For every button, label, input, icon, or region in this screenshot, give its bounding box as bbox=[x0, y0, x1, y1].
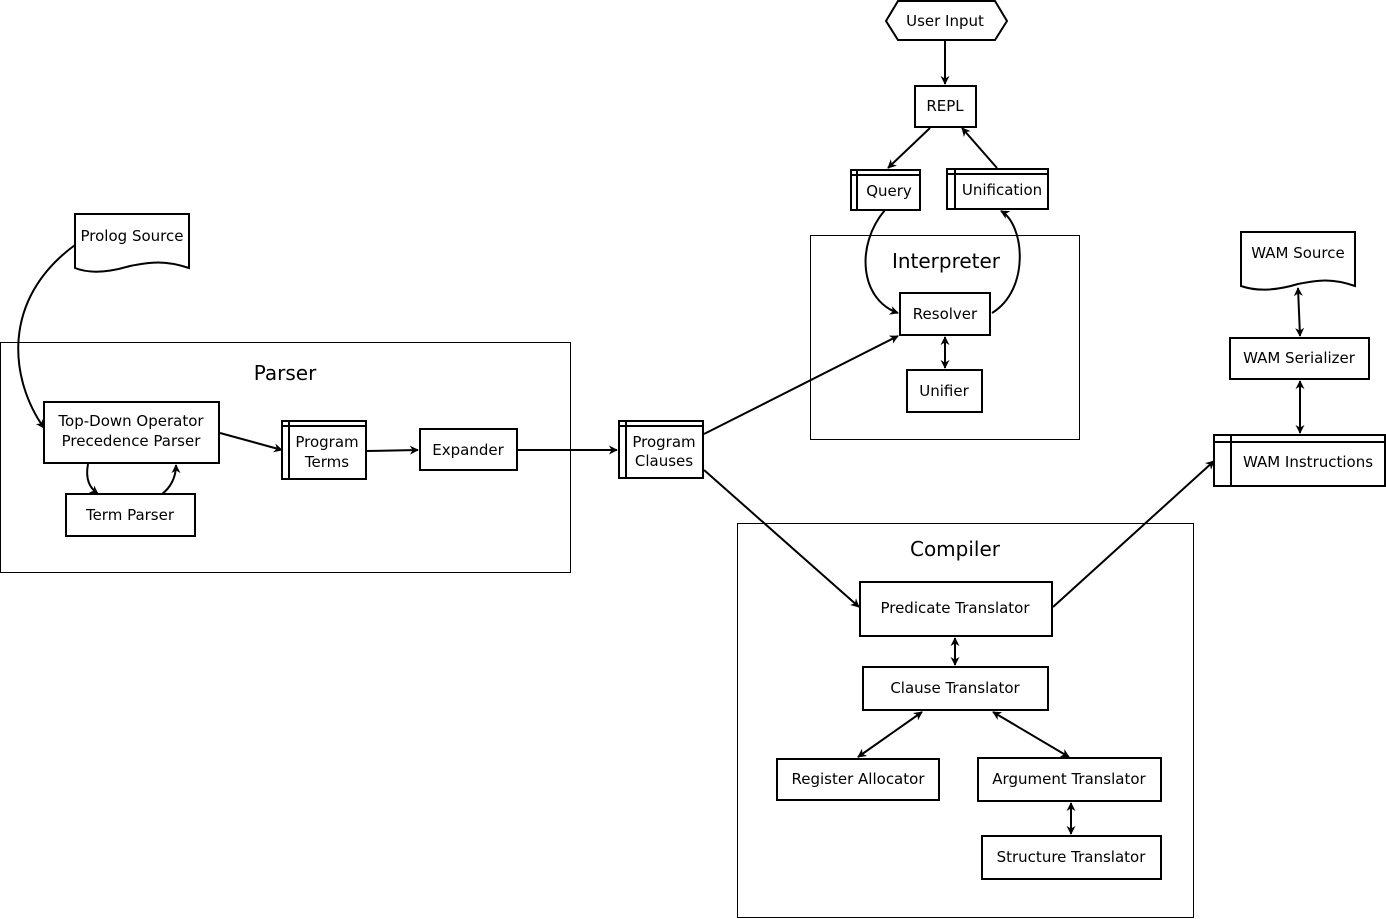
edge-parser-to-program-terms bbox=[219, 432, 283, 453]
parser-group-title: Parser bbox=[254, 361, 317, 385]
compiler-group: Compiler bbox=[737, 523, 1194, 918]
register-allocator-node: Register Allocator bbox=[776, 758, 940, 801]
edge-program-clauses-to-predicate-translator bbox=[703, 469, 860, 608]
edge-unification-to-repl bbox=[961, 127, 998, 169]
edge-program-terms-to-expander bbox=[365, 445, 419, 455]
resolver-label: Resolver bbox=[913, 305, 978, 323]
user-input-label: User Input bbox=[906, 12, 984, 30]
wam-serializer-node: WAM Serializer bbox=[1229, 337, 1370, 380]
wam-instructions-label: WAM Instructions bbox=[1243, 453, 1373, 471]
edge-resolver-to-unification bbox=[991, 210, 1021, 314]
clause-translator-label: Clause Translator bbox=[890, 679, 1020, 697]
argument-translator-node: Argument Translator bbox=[977, 757, 1162, 802]
edge-query-to-resolver bbox=[864, 209, 899, 315]
query-node: Query bbox=[850, 169, 921, 211]
parser-group: Parser bbox=[0, 342, 571, 573]
program-clauses-label-line2: Clauses bbox=[635, 452, 693, 470]
term-parser-node: Term Parser bbox=[65, 493, 196, 537]
edge-wam-source-serializer bbox=[1293, 287, 1305, 337]
top-down-parser-label-line1: Top-Down Operator bbox=[57, 412, 204, 430]
edge-clause-translator-register-allocator bbox=[857, 711, 923, 758]
edge-prolog-source-to-parser bbox=[17, 244, 76, 429]
argument-translator-label: Argument Translator bbox=[992, 770, 1146, 788]
wam-instructions-node: WAM Instructions bbox=[1213, 434, 1386, 487]
term-parser-label: Term Parser bbox=[85, 506, 175, 524]
expander-node: Expander bbox=[419, 428, 518, 471]
interpreter-group-title: Interpreter bbox=[892, 249, 1001, 273]
interpreter-group: Interpreter bbox=[810, 235, 1080, 440]
unification-label: Unification bbox=[962, 181, 1042, 199]
unification-node: Unification bbox=[946, 168, 1049, 210]
edge-program-clauses-to-resolver bbox=[703, 335, 899, 435]
wam-source-node: WAM Source bbox=[1240, 231, 1356, 291]
resolver-node: Resolver bbox=[899, 292, 991, 336]
repl-label: REPL bbox=[926, 97, 964, 115]
top-down-parser-node: Top-Down Operator Precedence Parser bbox=[43, 401, 220, 464]
register-allocator-label: Register Allocator bbox=[792, 770, 926, 788]
clause-translator-node: Clause Translator bbox=[862, 666, 1049, 711]
edge-term-parser-to-parser bbox=[161, 464, 181, 495]
predicate-translator-node: Predicate Translator bbox=[859, 581, 1053, 637]
edge-predicate-translator-to-wam-instructions bbox=[1052, 460, 1215, 608]
edge-clause-translator-argument-translator bbox=[992, 711, 1070, 758]
connectors bbox=[17, 41, 1305, 835]
program-terms-label-line2: Terms bbox=[304, 453, 349, 471]
expander-label: Expander bbox=[432, 441, 504, 459]
compiler-group-title: Compiler bbox=[910, 537, 1001, 561]
edge-parser-to-term-parser bbox=[86, 463, 99, 495]
wam-source-label: WAM Source bbox=[1251, 244, 1345, 262]
query-label: Query bbox=[866, 182, 912, 200]
predicate-translator-label: Predicate Translator bbox=[880, 599, 1030, 617]
prolog-source-label: Prolog Source bbox=[81, 227, 184, 245]
wam-serializer-label: WAM Serializer bbox=[1243, 349, 1356, 367]
program-terms-node: Program Terms bbox=[281, 420, 367, 480]
repl-node: REPL bbox=[914, 85, 977, 128]
edge-repl-to-query bbox=[887, 127, 931, 169]
user-input-node: User Input bbox=[884, 0, 1009, 41]
top-down-parser-label-line2: Precedence Parser bbox=[62, 432, 202, 450]
structure-translator-node: Structure Translator bbox=[981, 835, 1162, 880]
program-clauses-node: Program Clauses bbox=[618, 420, 704, 479]
prolog-source-node: Prolog Source bbox=[74, 213, 190, 273]
unifier-node: Unifier bbox=[906, 369, 983, 413]
program-terms-label-line1: Program bbox=[295, 433, 358, 451]
structure-translator-label: Structure Translator bbox=[997, 848, 1147, 866]
program-clauses-label-line1: Program bbox=[632, 433, 695, 451]
unifier-label: Unifier bbox=[919, 382, 969, 400]
